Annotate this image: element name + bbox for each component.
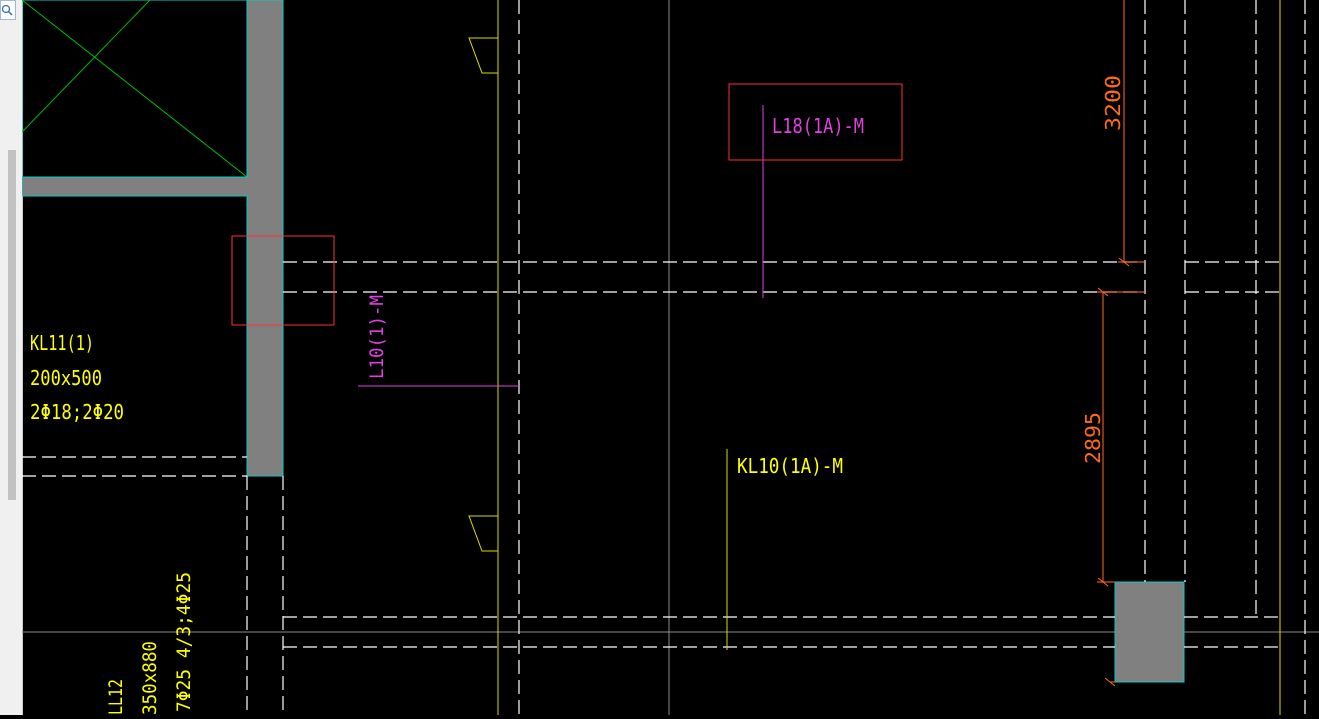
dimension-text-upper: 3200 — [1101, 75, 1125, 131]
beam-label-ll12-name: LL12 — [105, 679, 127, 715]
left-panel — [0, 0, 23, 715]
beam-label-kl10: KL10(1A)-M — [737, 454, 843, 478]
yellow-grid-lines — [468, 0, 1281, 715]
beam-label-ll12-size: 350x880 — [139, 641, 161, 715]
beam-lines — [22, 0, 1306, 715]
selection-boxes — [231, 83, 903, 326]
dimension-text-lower: 2895 — [1081, 412, 1105, 464]
panel-scrollbar[interactable] — [8, 150, 16, 500]
beam-label-l10: L10(1)-M — [366, 295, 388, 379]
cad-drawing-canvas[interactable]: L18(1A)-M L10(1)-M KL10(1A)-M KL11(1) 20… — [21, 0, 1319, 715]
leader-lines — [358, 105, 764, 387]
beam-label-kl11-name: KL11(1) — [30, 331, 94, 355]
search-icon[interactable] — [0, 0, 16, 20]
axis-lines — [22, 0, 1319, 715]
beam-label-l18: L18(1A)-M — [772, 114, 864, 138]
beam-label-kl11-size: 200x500 — [30, 366, 102, 390]
column — [1114, 581, 1185, 683]
dimension-lines — [1097, 0, 1145, 687]
shear-wall — [21, 0, 284, 477]
beam-label-ll12-rebar: 7Φ25 4/3;4Φ25 — [173, 572, 195, 712]
elevator-shaft — [21, 0, 248, 178]
beam-label-kl11-rebar: 2Φ18;2Φ20 — [30, 400, 124, 424]
